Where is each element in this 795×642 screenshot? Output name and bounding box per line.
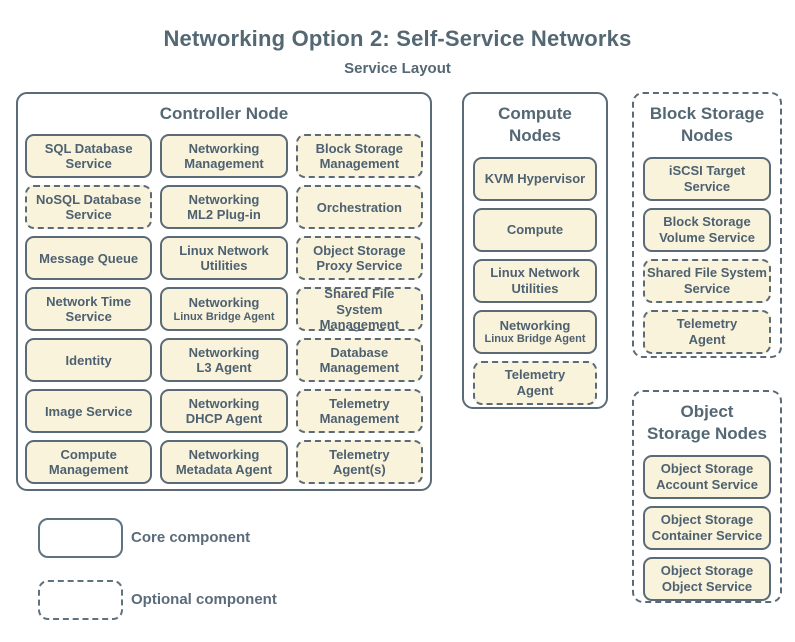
service-label: Message Queue (39, 250, 139, 266)
service-compute: Compute (473, 207, 597, 252)
service-telemetry-management: Telemetry Management (295, 389, 423, 434)
service-label: Network Time Service (46, 293, 132, 325)
group-compute-nodes: Compute Nodes KVM Hypervisor Compute Lin… (462, 92, 608, 409)
service-compute-management: Compute Management (25, 440, 153, 485)
service-label: Block Storage Management (315, 140, 404, 172)
page-title: Networking Option 2: Self-Service Networ… (163, 26, 632, 51)
service-label: Compute Management (48, 446, 129, 478)
service-label: Object Storage Account Service (656, 461, 758, 492)
group-title-object-storage: Object Storage Nodes (647, 402, 767, 444)
service-block-storage-volume-service: Block Storage Volume Service (643, 207, 771, 252)
service-orchestration: Orchestration (295, 185, 423, 230)
service-object-storage-object-service: Object Storage Object Service (643, 556, 771, 601)
service-label: Linux Network Utilities (179, 242, 269, 274)
service-label: NoSQL Database Service (36, 191, 142, 223)
service-label: Telemetry Agent(s) (329, 446, 390, 478)
page-subtitle: Service Layout (344, 60, 451, 77)
service-label: Database Management (319, 344, 400, 376)
optional-component-label: Optional component (131, 591, 277, 608)
service-networking-dhcp-agent: Networking DHCP Agent (160, 389, 288, 434)
service-label: Telemetry Management (319, 395, 400, 427)
service-image-service: Image Service (25, 389, 153, 434)
service-label: Orchestration (316, 199, 402, 215)
block-storage-service-stack: iSCSI Target Service Block Storage Volum… (634, 148, 780, 354)
service-label: Networking (188, 295, 260, 311)
group-object-storage-nodes: Object Storage Nodes Object Storage Acco… (632, 390, 782, 603)
service-label: Identity (65, 352, 112, 368)
service-nosql-database-service: NoSQL Database Service (25, 185, 153, 230)
service-label: SQL Database Service (44, 140, 133, 172)
service-label: KVM Hypervisor (484, 170, 586, 186)
core-component-swatch (38, 518, 123, 558)
service-block-storage-management: Block Storage Management (295, 134, 423, 179)
service-sublabel: Linux Bridge Agent (173, 311, 275, 324)
compute-service-stack: KVM Hypervisor Compute Linux Network Uti… (464, 148, 606, 405)
service-linux-network-utilities: Linux Network Utilities (160, 236, 288, 281)
service-label: Networking (499, 317, 571, 333)
group-controller-node: Controller Node SQL Database Service Net… (16, 92, 432, 491)
service-networking-metadata-agent: Networking Metadata Agent (160, 440, 288, 485)
service-telemetry-agent-compute: Telemetry Agent (473, 360, 597, 405)
service-shared-file-system-service: Shared File System Service (643, 258, 771, 303)
service-object-storage-container-service: Object Storage Container Service (643, 505, 771, 550)
service-network-time-service: Network Time Service (25, 287, 153, 332)
service-message-queue: Message Queue (25, 236, 153, 281)
service-label: Networking L3 Agent (188, 344, 260, 376)
service-label: Networking DHCP Agent (185, 395, 263, 427)
service-label: Telemetry Agent (504, 367, 566, 398)
service-shared-file-system-management: Shared File System Management (295, 285, 423, 333)
service-kvm-hypervisor: KVM Hypervisor (473, 156, 597, 201)
service-label: Image Service (44, 403, 133, 419)
object-storage-service-stack: Object Storage Account Service Object St… (634, 446, 780, 601)
service-object-storage-account-service: Object Storage Account Service (643, 454, 771, 499)
service-networking-ml2-plugin: Networking ML2 Plug-in (160, 185, 288, 230)
group-title-block-storage: Block Storage Nodes (649, 104, 765, 146)
service-label: Shared File System Service (647, 265, 767, 296)
service-label: Networking Metadata Agent (175, 446, 273, 478)
service-object-storage-proxy-service: Object Storage Proxy Service (295, 236, 423, 281)
service-telemetry-agents: Telemetry Agent(s) (295, 440, 423, 485)
service-label: Linux Network Utilities (490, 265, 580, 296)
core-component-label: Core component (131, 529, 251, 546)
service-label: iSCSI Target Service (668, 163, 746, 194)
service-sublabel: Linux Bridge Agent (484, 333, 586, 346)
service-label: Shared File System Management (319, 285, 400, 333)
controller-service-grid: SQL Database Service Networking Manageme… (18, 125, 430, 485)
service-networking-management: Networking Management (160, 134, 288, 179)
service-linux-network-utilities-compute: Linux Network Utilities (473, 258, 597, 303)
service-networking-l3-agent: Networking L3 Agent (160, 338, 288, 383)
group-block-storage-nodes: Block Storage Nodes iSCSI Target Service… (632, 92, 782, 358)
service-label: Networking ML2 Plug-in (187, 191, 261, 223)
service-label: Networking Management (184, 140, 264, 172)
service-label: Object Storage Proxy Service (313, 242, 406, 274)
service-label: Object Storage Object Service (660, 563, 754, 594)
service-identity: Identity (25, 338, 153, 383)
group-title-controller: Controller Node (159, 104, 289, 123)
service-label: Compute (506, 221, 564, 237)
group-title-compute: Compute Nodes (498, 104, 572, 146)
service-database-management: Database Management (295, 338, 423, 383)
service-label: Block Storage Volume Service (659, 214, 755, 245)
service-sql-database-service: SQL Database Service (25, 134, 153, 179)
service-iscsi-target-service: iSCSI Target Service (643, 156, 771, 201)
optional-component-swatch (38, 580, 123, 620)
service-label: Object Storage Container Service (651, 512, 763, 543)
service-telemetry-agent-block: Telemetry Agent (643, 309, 771, 354)
service-label: Telemetry Agent (676, 316, 738, 347)
